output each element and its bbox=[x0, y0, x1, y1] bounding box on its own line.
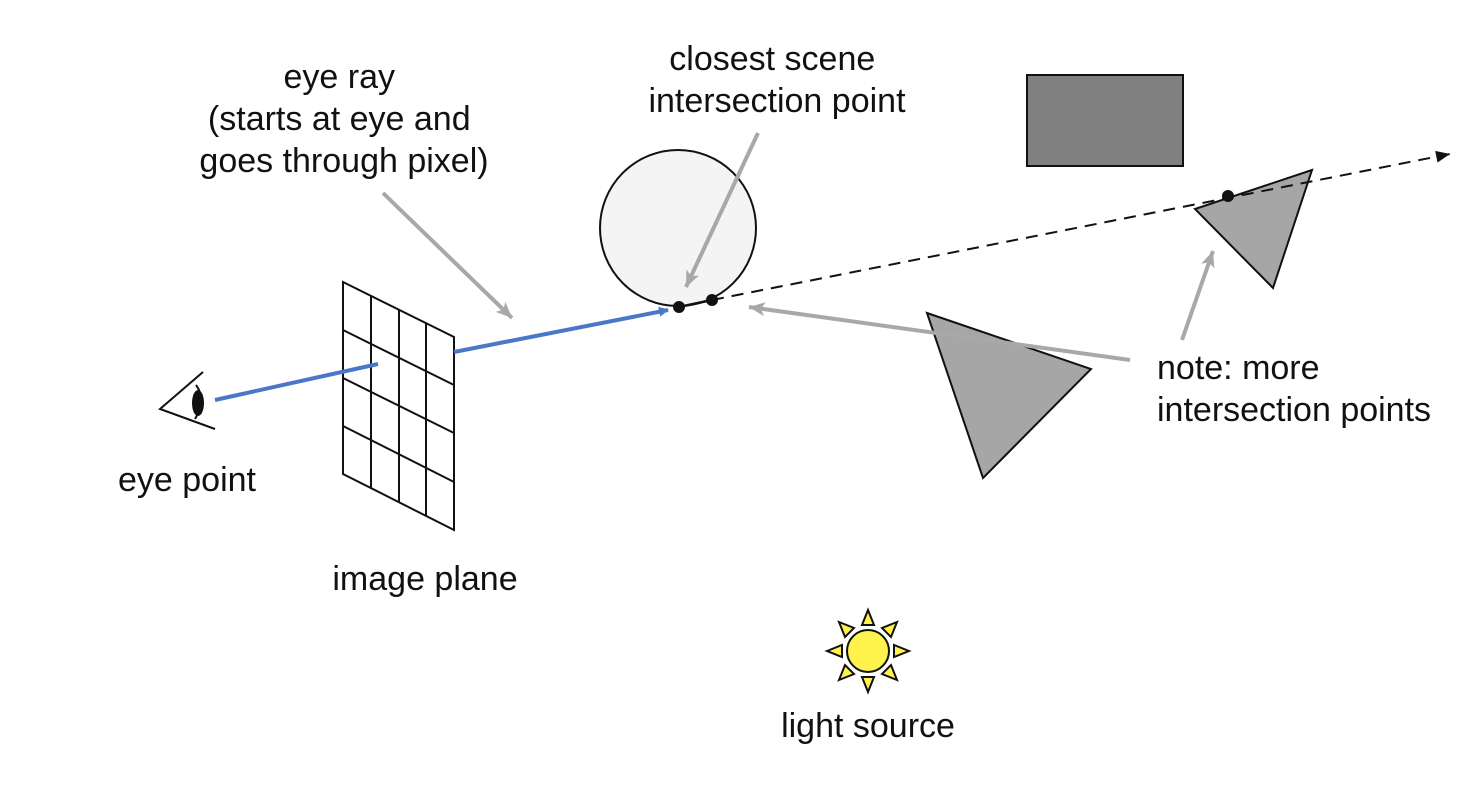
ray-continuation bbox=[678, 150, 1451, 309]
light-source-label: light source bbox=[781, 707, 955, 745]
image-plane-grid bbox=[342, 280, 455, 532]
closest-point-label: closest scene intersection point bbox=[648, 40, 906, 120]
scene-sphere bbox=[599, 149, 757, 307]
eye-ray bbox=[214, 306, 669, 402]
scene-triangle-large bbox=[925, 311, 1093, 480]
eye-ray-label: eye ray (starts at eye and goes through … bbox=[199, 58, 488, 180]
eye-point-label: eye point bbox=[118, 461, 257, 499]
triangle-intersection-dot bbox=[1222, 190, 1234, 202]
note-label: note: more intersection points bbox=[1157, 349, 1431, 429]
closest-point-callout-arrow bbox=[684, 132, 760, 288]
note-callout-arrow-up bbox=[1180, 250, 1215, 341]
scene-triangle-small bbox=[1193, 168, 1314, 290]
eye-ray-callout-arrow bbox=[381, 191, 514, 320]
sun-icon bbox=[824, 607, 912, 695]
sphere-exit-dot bbox=[706, 294, 718, 306]
scene-box bbox=[1026, 74, 1184, 167]
image-plane-label: image plane bbox=[332, 560, 517, 598]
eye-icon bbox=[158, 371, 216, 430]
note-callout-arrow-left bbox=[748, 302, 1131, 362]
closest-intersection-dot bbox=[673, 301, 685, 313]
